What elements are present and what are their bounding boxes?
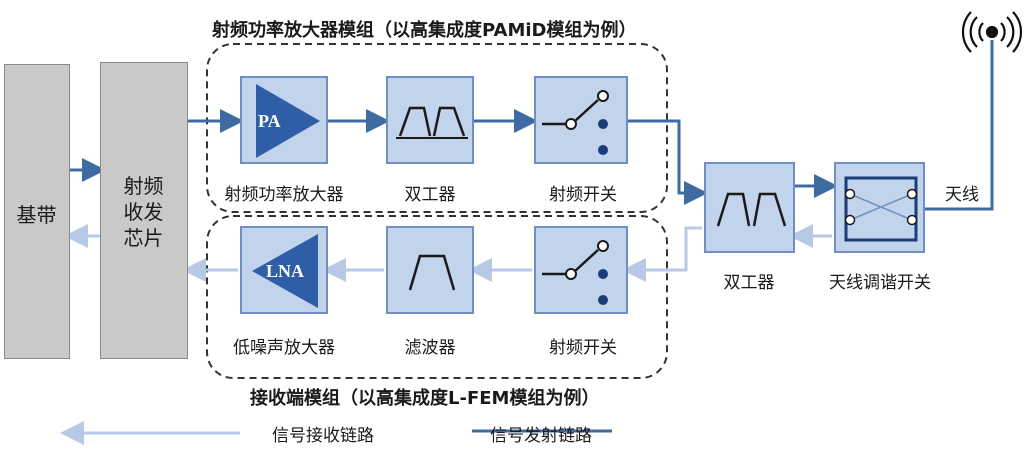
- rf-switch-icon: [542, 90, 609, 155]
- baseband-label: 基带: [16, 203, 57, 227]
- pa-label: 射频功率放大器: [224, 185, 344, 205]
- legend-tx-label: 信号发射链路: [490, 426, 592, 446]
- pa-block: PA: [240, 76, 328, 164]
- rx-module-title: 接收端模组（以高集成度L-FEM模组为例）: [250, 388, 600, 409]
- lna-symbol-label: LNA: [266, 261, 305, 281]
- duplexer-block: [704, 162, 795, 253]
- lna-label: 低噪声放大器: [233, 338, 335, 358]
- legend-rx-label: 信号接收链路: [272, 426, 374, 446]
- antenna-icon: [961, 11, 1023, 53]
- tuner-switch-icon: [844, 176, 918, 242]
- tx-switch-label: 射频开关: [549, 185, 617, 205]
- transceiver-label-line1: 射频: [123, 174, 164, 198]
- lna-triangle-icon: [252, 234, 318, 308]
- rx-module-frame: [206, 215, 668, 379]
- rx-signal-path: [60, 224, 832, 445]
- lna-block: LNA: [240, 226, 328, 314]
- tx-module-frame: [206, 43, 668, 213]
- rf-switch-icon: [542, 240, 609, 305]
- filter-icon: [408, 254, 456, 291]
- filter-label: 滤波器: [404, 338, 456, 358]
- duplexer-label: 双工器: [723, 273, 775, 293]
- tuner-block: [834, 162, 925, 253]
- tx-module-title: 射频功率放大器模组（以高集成度PAMiD模组为例）: [212, 20, 637, 41]
- transceiver-label-line3: 芯片: [123, 226, 164, 250]
- baseband-block: 基带: [4, 64, 70, 359]
- duplexer-icon: [716, 192, 787, 227]
- rx-switch-block: [534, 226, 628, 314]
- antenna-label: 天线: [945, 185, 979, 205]
- tuner-label: 天线调谐开关: [829, 273, 931, 293]
- rx-switch-label: 射频开关: [549, 338, 617, 358]
- tx-duplexer-block: [386, 76, 474, 164]
- transceiver-label-line2: 收发: [123, 200, 164, 224]
- pa-triangle-icon: [256, 84, 320, 158]
- tx-switch-block: [534, 76, 628, 164]
- filter-block: [386, 226, 474, 314]
- duplexer-icon: [396, 106, 468, 139]
- tx-duplexer-label: 双工器: [404, 185, 456, 205]
- pa-symbol-label: PA: [258, 111, 281, 131]
- transceiver-block: 射频 收发 芯片: [100, 62, 188, 359]
- tx-signal-path: [70, 40, 994, 433]
